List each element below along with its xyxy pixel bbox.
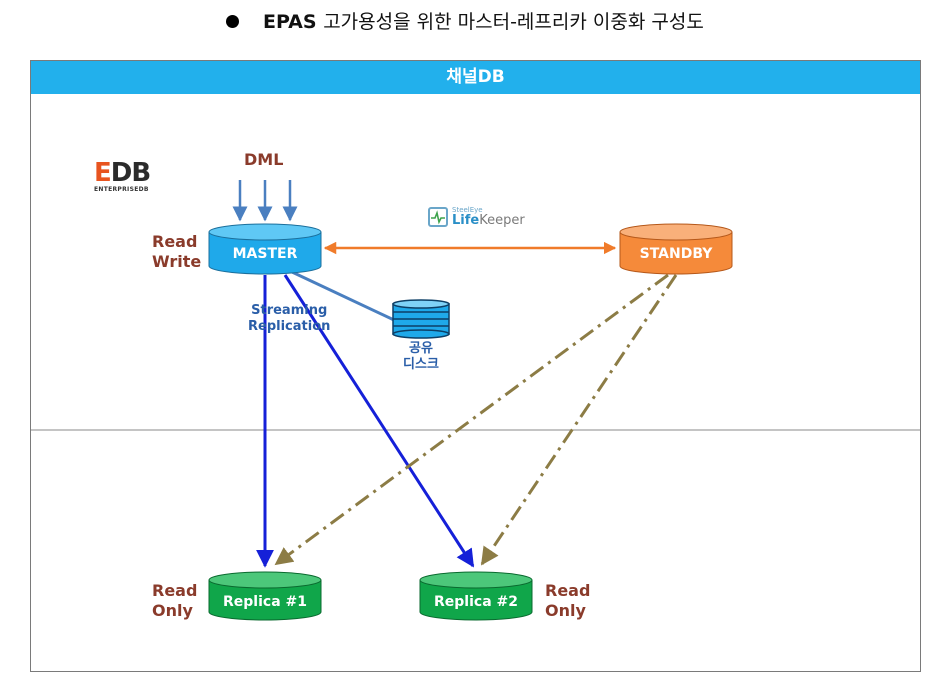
replica2-db [419,571,533,621]
replica1-label: Replica #1 [223,594,307,610]
replica2-label: Replica #2 [434,594,518,610]
heartbeat-icon [428,207,448,227]
bullet-icon [226,15,239,28]
standby-arrow-replica1 [274,273,669,566]
lifekeeper-life: Life [452,213,480,228]
edb-logo: EDB ENTERPRISEDB [94,158,151,193]
shared-disk-link [291,270,395,322]
lifekeeper-keeper: Keeper [479,213,525,228]
read-only-label-left: Read Only [152,581,198,620]
shared-disk-icon [392,299,450,339]
heading-text: EPAS 고가용성을 위한 마스터-레프리카 이중화 구성도 [263,11,704,33]
frame-title: 채널DB [31,61,920,94]
diagram-frame: 채널DB [30,60,921,672]
standby-label: STANDBY [639,246,713,262]
read-write-label: Read Write [152,232,202,271]
replication-arrow-replica2 [283,274,475,568]
replica1-db [208,571,322,621]
streaming-replication-label: Streaming Replication [248,303,331,334]
edb-logo-letters: EDB [94,158,151,188]
document-heading: EPAS 고가용성을 위한 마스터-레프리카 이중화 구성도 [0,6,929,36]
read-only-label-right: Read Only [545,581,591,620]
dml-label: DML [244,150,284,169]
master-db [208,223,322,275]
standby-db [619,223,733,275]
standby-arrow-replica2 [480,274,678,566]
master-label: MASTER [232,246,298,262]
shared-disk-label: 공유 디스크 [403,341,439,372]
lifekeeper-logo: SteelEye LifeKeeper [428,207,525,227]
lifekeeper-small: SteelEye [452,206,483,214]
edb-logo-sub: ENTERPRISEDB [94,186,149,193]
